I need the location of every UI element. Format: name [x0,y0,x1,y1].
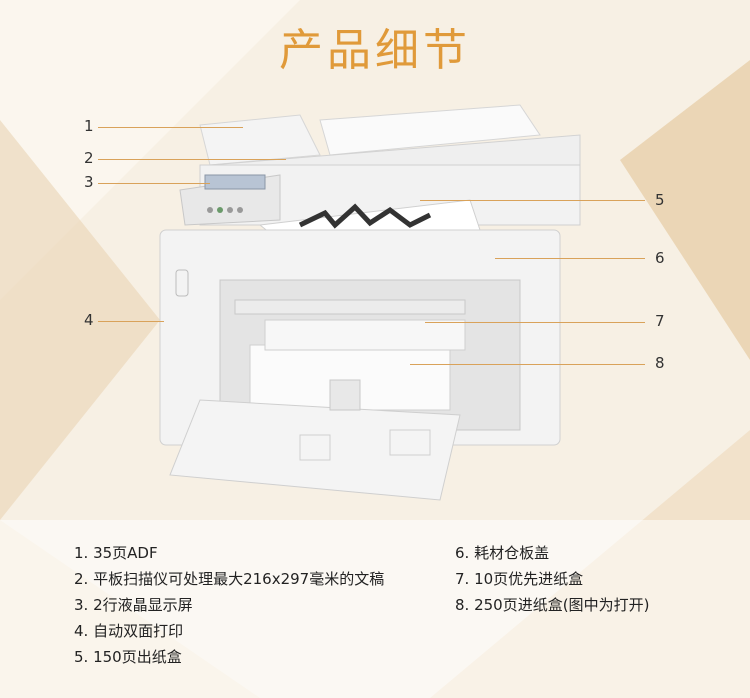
page-title: 产品细节 [279,25,471,76]
legend-item: 3. 2行液晶显示屏 [74,596,193,614]
callout-8: 8 [655,354,665,372]
printer-image [159,104,581,501]
legend-item: 5. 150页出纸盒 [74,648,182,666]
legend-item: 4. 自动双面打印 [74,622,184,640]
leader-line-7 [425,322,645,323]
callout-3: 3 [84,173,94,191]
callout-1: 1 [84,117,94,135]
leader-line-2 [98,159,286,160]
legend-item: 1. 35页ADF [74,544,158,562]
leader-line-6 [495,258,645,259]
callout-2: 2 [84,149,94,167]
legend-item: 8. 250页进纸盒(图中为打开) [455,596,650,614]
legend-left: 1. 35页ADF 2. 平板扫描仪可处理最大216x297毫米的文稿 3. 2… [74,540,384,670]
leader-line-1 [98,127,243,128]
legend-item: 6. 耗材仓板盖 [455,544,550,562]
callout-6: 6 [655,249,665,267]
leader-line-4 [98,321,164,322]
leader-line-5 [420,200,645,201]
leader-line-3 [98,183,210,184]
callout-5: 5 [655,191,665,209]
legend-right: 6. 耗材仓板盖 7. 10页优先进纸盒 8. 250页进纸盒(图中为打开) [455,540,649,618]
legend-item: 7. 10页优先进纸盒 [455,570,584,588]
legend-item: 2. 平板扫描仪可处理最大216x297毫米的文稿 [74,570,385,588]
leader-line-8 [410,364,645,365]
callout-4: 4 [84,311,94,329]
callout-7: 7 [655,312,665,330]
